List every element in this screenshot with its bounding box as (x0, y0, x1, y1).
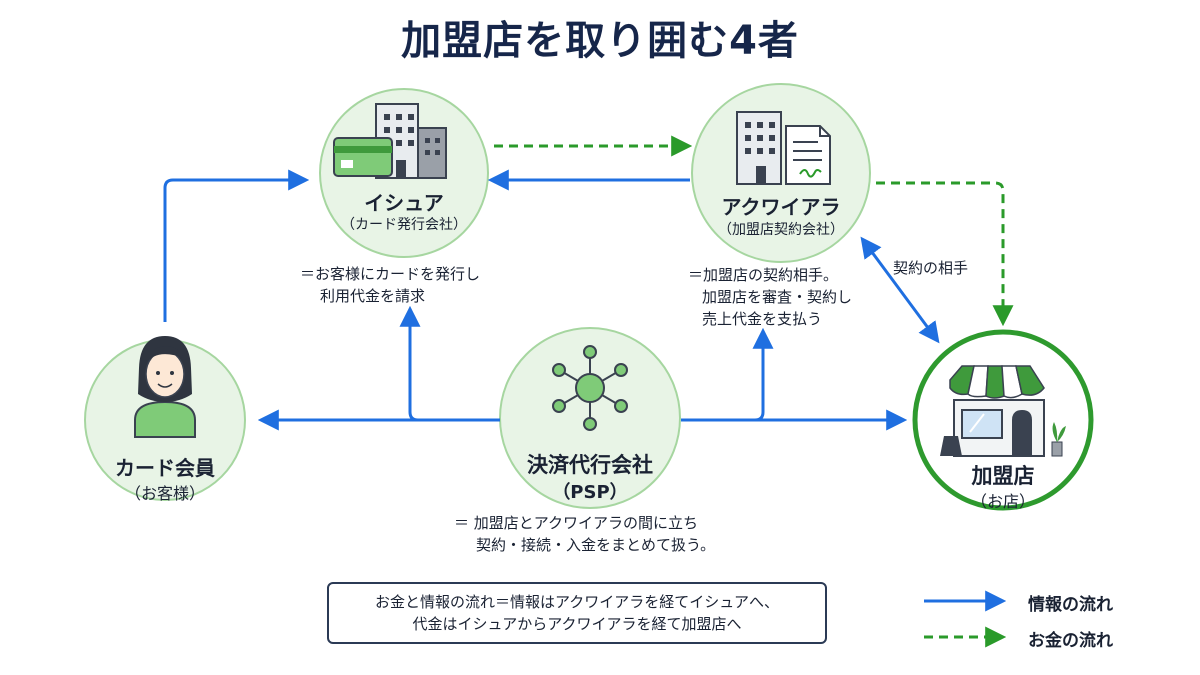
money-arrow-acquirer-to-merchant (876, 181, 1014, 327)
info-arrow-psp-to-acquirer-desc (681, 327, 774, 422)
psp-desc-line: 契約・接続・入金をまとめて扱う。 (476, 536, 716, 554)
issuer-desc-line: 利用代金を請求 (320, 287, 426, 305)
issuer-subtitle: （カード発行会社） (341, 217, 467, 233)
psp-name: 決済代行会社 (527, 453, 653, 477)
contract-partner-label: 契約の相手 (893, 259, 969, 277)
acquirer-name: アクワイアラ (721, 195, 841, 219)
acquirer-desc-line: 加盟店を審査・契約し (702, 288, 853, 306)
issuer-desc-line: ＝お客様にカードを発行し (300, 265, 481, 283)
issuer-name: イシュア (364, 191, 444, 215)
cardholder-name: カード会員 (115, 456, 215, 480)
person-icon (134, 336, 196, 438)
cardholder-subtitle: （お客様） (124, 484, 205, 503)
credit-card-building-icon (333, 103, 447, 179)
building-contract-icon (736, 111, 831, 185)
summary-box: お金と情報の流れ＝情報はアクワイアラを経てイシュアへ、 代金はイシュアからアクワ… (327, 582, 827, 644)
psp-desc-line: ＝ 加盟店とアクワイアラの間に立ち (454, 514, 699, 532)
psp-description: ＝ 加盟店とアクワイアラの間に立ち 契約・接続・入金をまとめて扱う。 (454, 512, 715, 556)
legend-money-label: お金の流れ (1028, 631, 1113, 651)
acquirer-subtitle: （加盟店契約会社） (718, 222, 844, 238)
network-hub-icon (552, 345, 628, 431)
info-arrow-psp-to-issuer-desc (399, 305, 500, 422)
issuer-description: ＝お客様にカードを発行し 利用代金を請求 (300, 263, 480, 307)
legend-info-label: 情報の流れ (1028, 595, 1113, 615)
merchant-name: 加盟店 (971, 464, 1035, 488)
diagram-title: 加盟店を取り囲む4者 (401, 18, 799, 64)
acquirer-description: ＝加盟店の契約相手。 加盟店を審査・契約し 売上代金を支払う (688, 264, 852, 330)
psp-subtitle: （PSP） (552, 482, 628, 503)
acquirer-desc-line: ＝加盟店の契約相手。 (688, 266, 839, 284)
info-arrow-cardholder-to-issuer (163, 169, 310, 322)
contract-arrow-acquirer-merchant (860, 236, 940, 344)
summary-line: お金と情報の流れ＝情報はアクワイアラを経てイシュアへ、 (375, 593, 779, 611)
shop-icon (940, 365, 1066, 457)
merchant-subtitle: （お店） (970, 492, 1035, 511)
acquirer-desc-line: 売上代金を支払う (702, 310, 823, 328)
summary-line: 代金はイシュアからアクワイアラを経て加盟店へ (412, 615, 742, 633)
